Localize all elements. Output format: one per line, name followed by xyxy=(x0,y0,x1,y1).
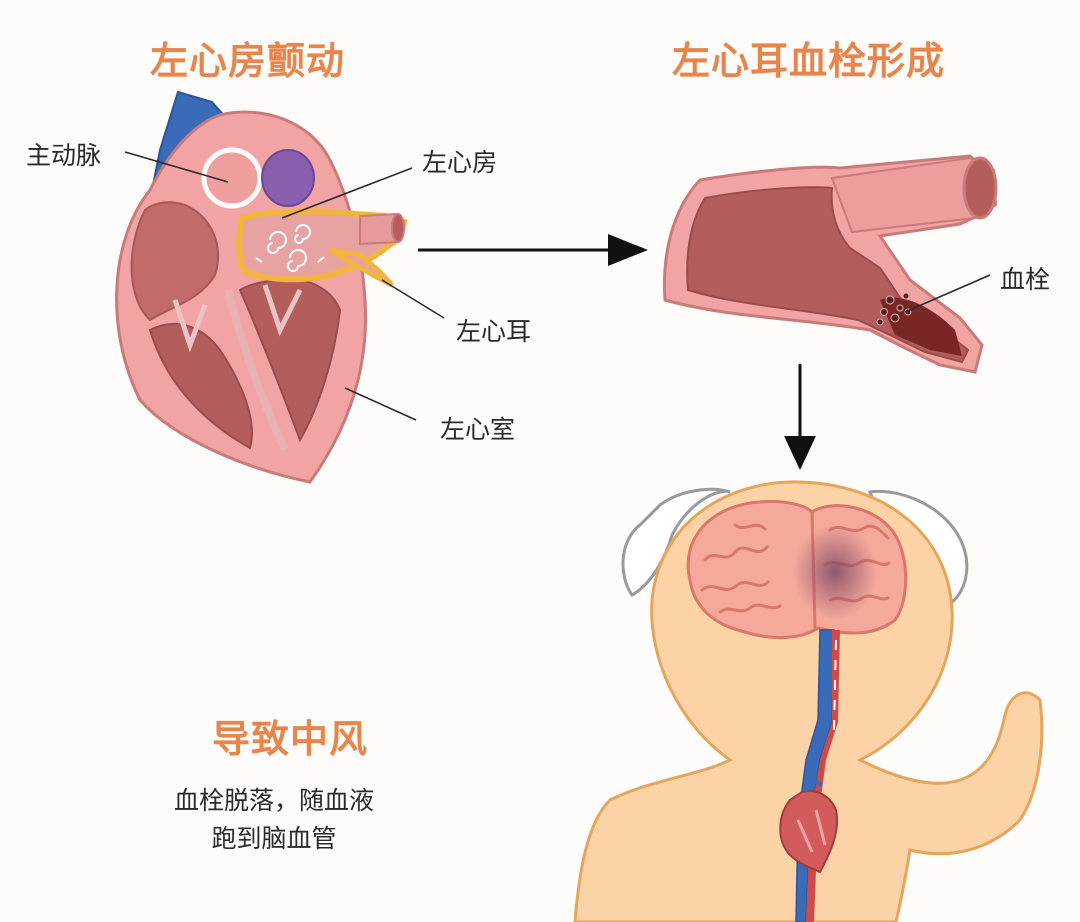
left-atrial-appendage-highlight xyxy=(328,247,394,288)
heart-illustration xyxy=(115,90,408,484)
thrombus-mass xyxy=(880,297,962,356)
title-atrial-fibrillation: 左心房颤动 xyxy=(150,39,346,83)
aorta-ring xyxy=(201,147,263,209)
arrow-right-head xyxy=(608,234,648,266)
thrombus-leader xyxy=(904,274,991,313)
person-illustration xyxy=(573,480,1044,922)
label-left-atrial-appendage: 左心耳 xyxy=(456,317,532,346)
small-heart-icon xyxy=(779,777,838,874)
flow-arrows xyxy=(418,234,816,470)
stroke-lesion xyxy=(793,524,877,620)
title-thrombus-formation: 左心耳血栓形成 xyxy=(672,39,946,83)
aorta-leader xyxy=(124,151,229,183)
label-thrombus: 血栓 xyxy=(1000,265,1051,294)
left-ventricle-leader xyxy=(344,387,417,421)
stroke-description-line1: 血栓脱落，随血液 xyxy=(174,786,375,815)
appendage-illustration xyxy=(663,154,998,374)
person-hair-left xyxy=(621,487,731,597)
pulmonary-vessel xyxy=(261,149,315,207)
label-left-atrium: 左心房 xyxy=(422,148,498,177)
thrombus-clot-texture xyxy=(876,292,912,326)
blood-swirl-icons xyxy=(255,224,325,272)
title-stroke: 导致中风 xyxy=(212,717,369,761)
heart-leader-lines xyxy=(124,151,445,421)
stroke-description-line2: 跑到脑血管 xyxy=(211,824,337,853)
arrow-down-head xyxy=(784,436,816,470)
valve-leaflets xyxy=(172,284,303,353)
appendage-vessel-tube xyxy=(830,156,998,234)
left-atrium-leader xyxy=(281,167,413,219)
right-atrium-chamber xyxy=(130,201,220,322)
label-aorta: 主动脉 xyxy=(26,141,102,170)
stroke-description: 血栓脱落，随血液 跑到脑血管 xyxy=(174,782,374,858)
left-atrial-appendage-leader xyxy=(381,279,445,319)
septum xyxy=(224,289,289,452)
label-left-ventricle: 左心室 xyxy=(440,415,516,444)
